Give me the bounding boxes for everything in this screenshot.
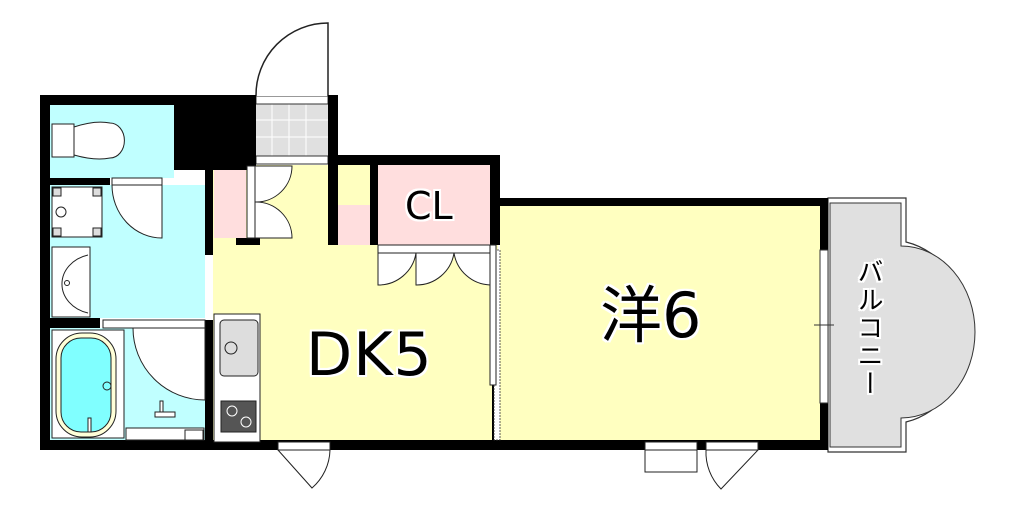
walls xyxy=(40,95,828,450)
bathroom-door xyxy=(102,319,206,441)
bathtub xyxy=(51,329,125,439)
toilet-fixture xyxy=(51,121,125,160)
dk-exterior-door xyxy=(276,441,331,489)
washroom-door xyxy=(111,177,163,239)
western-exterior xyxy=(644,441,760,490)
closet-label: CL xyxy=(405,184,453,228)
western-room-label: 洋6 xyxy=(600,279,702,352)
balcony-window xyxy=(819,249,829,404)
dining-kitchen-label: DK5 xyxy=(306,320,433,390)
closet-floor xyxy=(378,165,490,245)
kitchen-counter xyxy=(213,313,261,443)
entrance-inner-door xyxy=(246,165,293,239)
shoe-closet xyxy=(214,166,246,238)
entrance xyxy=(255,22,329,165)
balcony xyxy=(827,197,976,453)
washing-machine xyxy=(51,186,103,238)
small-storage xyxy=(338,205,370,245)
wash-basin xyxy=(51,246,91,318)
balcony-label: バルコニー xyxy=(853,258,883,398)
room-western-floor xyxy=(500,205,820,447)
closet-doors xyxy=(377,244,497,386)
